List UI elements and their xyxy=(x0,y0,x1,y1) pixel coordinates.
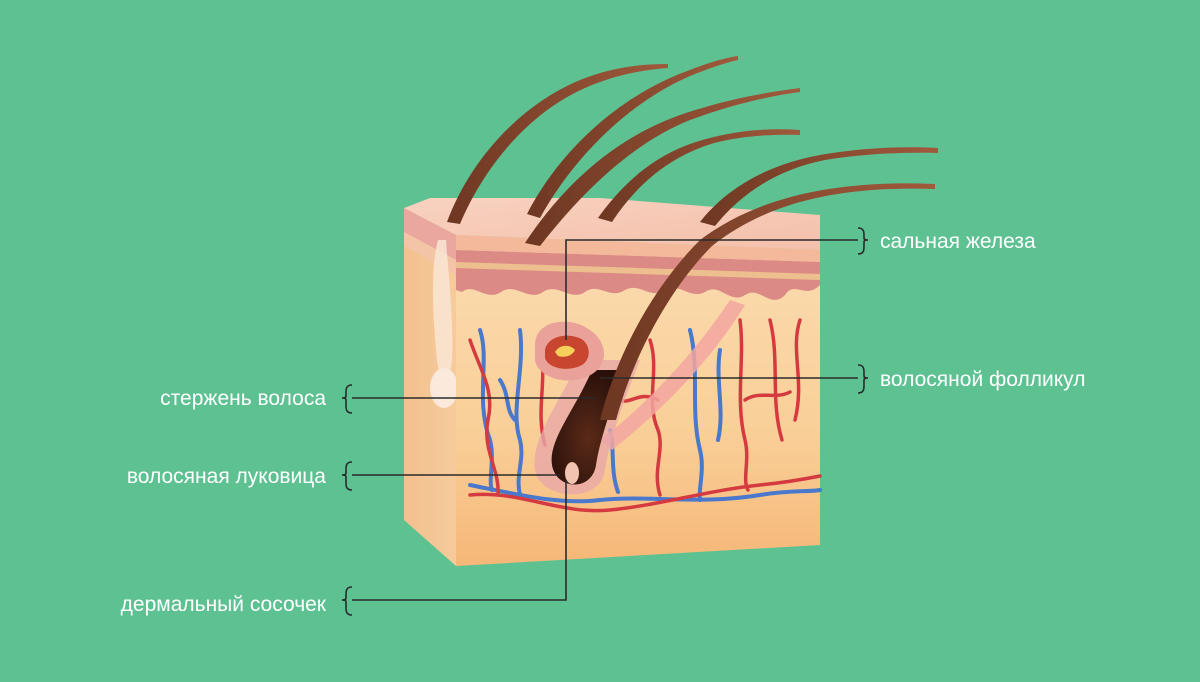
arrector-pili-muscle xyxy=(600,300,745,450)
brace-follicle xyxy=(857,364,869,394)
label-hair-bulb: волосяная луковица xyxy=(126,465,326,488)
leader-line-papilla xyxy=(352,480,567,601)
epidermis-layer xyxy=(456,235,820,262)
brace-bulb xyxy=(341,461,353,491)
skin-block-side xyxy=(404,208,458,566)
label-hair-shaft: стержень волоса xyxy=(160,387,326,410)
label-sebaceous-gland: сальная железа xyxy=(880,230,1036,253)
dermal-papilla xyxy=(565,462,579,484)
sebaceous-gland xyxy=(535,321,605,381)
sweat-duct xyxy=(432,240,453,379)
label-hair-follicle: волосяной фолликул xyxy=(880,368,1086,391)
leader-lines xyxy=(352,239,858,601)
dermal-papillae-layer xyxy=(456,250,820,300)
brace-shaft xyxy=(341,384,353,414)
main-hair-shaft xyxy=(600,183,935,420)
sweat-gland xyxy=(430,368,458,408)
brace-papilla xyxy=(341,586,353,616)
leader-line-sebaceous xyxy=(565,239,858,340)
hairs xyxy=(447,56,938,420)
label-dermal-papilla: дермальный сосочек xyxy=(120,593,326,616)
braces xyxy=(341,227,869,616)
brace-sebaceous xyxy=(857,227,869,255)
